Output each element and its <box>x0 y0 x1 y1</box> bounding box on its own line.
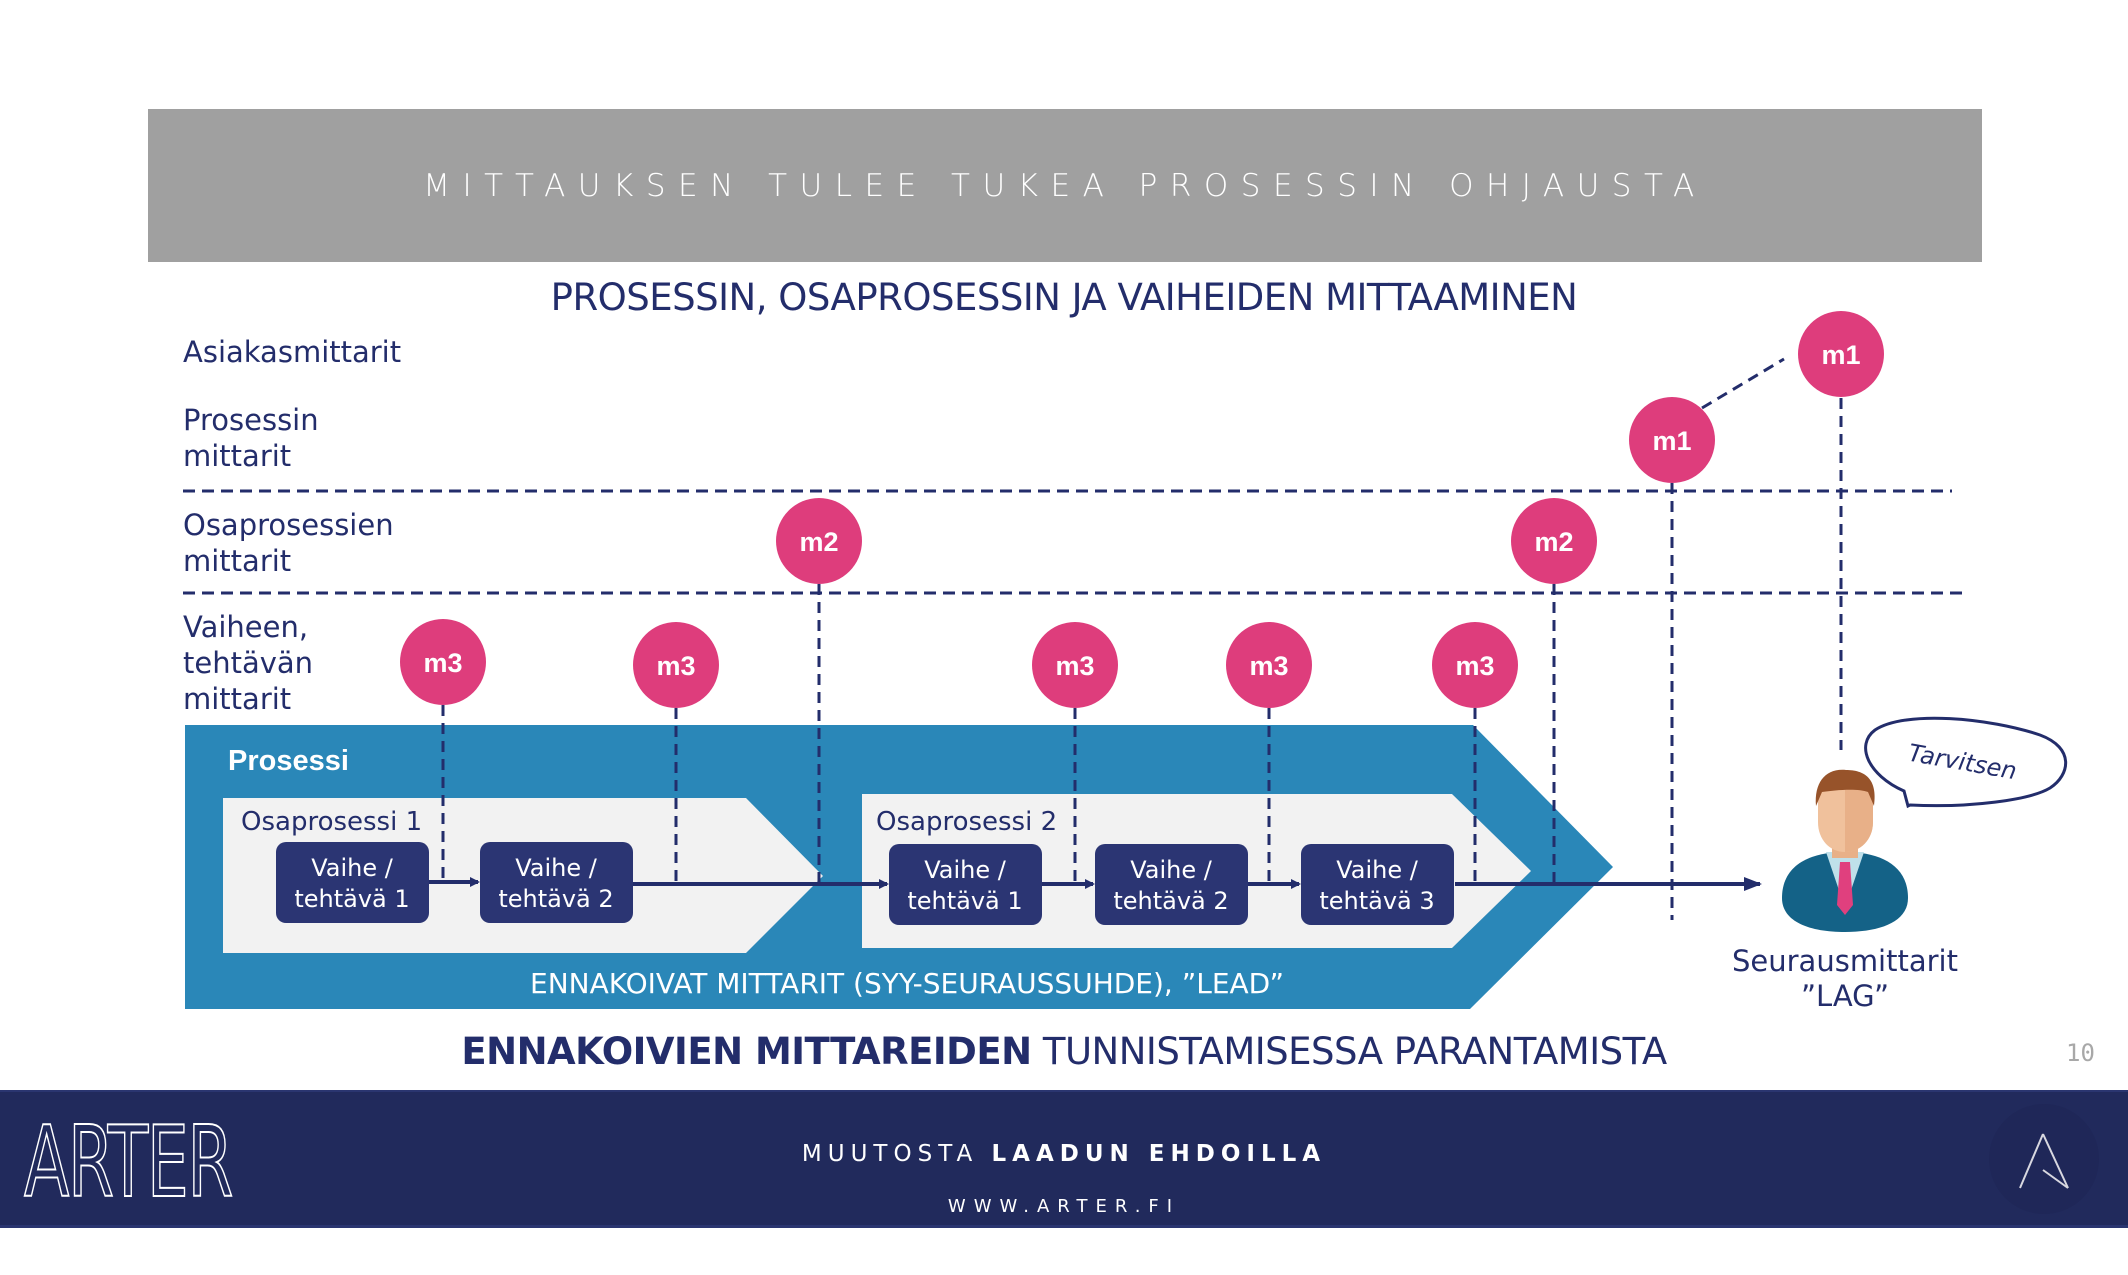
metric-m3-badge: m3 <box>1226 622 1312 708</box>
metric-m2-badge: m2 <box>776 498 862 584</box>
step-box: Vaihe / tehtävä 1 <box>889 844 1042 925</box>
row-label-line: Vaiheen, <box>183 610 309 644</box>
conclusion-text: ENNAKOIVIEN MITTAREIDEN TUNNISTAMISESSA … <box>0 1030 2128 1073</box>
lag-label-line: Seurausmittarit <box>1732 944 1958 978</box>
row-label-line: Osaprosessien <box>183 508 394 542</box>
step-label-line: tehtävä 3 <box>1319 887 1434 915</box>
lead-metrics-label: ENNAKOIVAT MITTARIT (SYY-SEURAUSSUHDE), … <box>530 967 1284 1000</box>
metric-label: m3 <box>423 648 462 678</box>
process-label: Prosessi <box>228 745 349 777</box>
row-label-line: mittarit <box>183 544 292 578</box>
conclusion-regular: TUNNISTAMISESSA PARANTAMISTA <box>1042 1030 1667 1073</box>
row-label-phase-metrics: Vaiheen, tehtävän mittarit <box>183 609 313 717</box>
speech-bubble: Tarvitsen <box>1864 716 2068 809</box>
metric-m3-badge: m3 <box>1432 622 1518 708</box>
step-label-line: tehtävä 2 <box>498 885 613 913</box>
row-label-line: mittarit <box>183 682 292 716</box>
metric-link-line <box>1701 357 1785 410</box>
arter-a-icon <box>1989 1104 2099 1214</box>
step-label-line: Vaihe / <box>1130 856 1213 884</box>
footer-tagline: MUUTOSTA LAADUN EHDOILLA <box>0 1141 2128 1167</box>
row-label-process-metrics: Prosessin mittarit <box>183 402 319 474</box>
step-label-line: tehtävä 1 <box>294 885 409 913</box>
lag-metrics-label: Seurausmittarit ”LAG” <box>1725 944 1965 1014</box>
metric-label: m1 <box>1652 426 1691 456</box>
step-box: Vaihe / tehtävä 2 <box>1095 844 1248 925</box>
row-label-line: Asiakasmittarit <box>183 335 402 369</box>
row-label-line: mittarit <box>183 439 292 473</box>
diagram-heading: PROSESSIN, OSAPROSESSIN JA VAIHEIDEN MIT… <box>550 276 1578 319</box>
metric-label: m3 <box>1055 651 1094 681</box>
arter-logo: ARTER <box>23 1112 235 1208</box>
metric-m3-badge: m3 <box>400 619 486 705</box>
page-number: 10 <box>2066 1039 2095 1067</box>
title-banner: MITTAUKSEN TULEE TUKEA PROSESSIN OHJAUST… <box>148 109 1982 262</box>
arter-logo-text: ARTER <box>24 1112 232 1208</box>
step-box: Vaihe / tehtävä 1 <box>276 842 429 923</box>
metric-label: m3 <box>1249 651 1288 681</box>
slide-title: MITTAUKSEN TULEE TUKEA PROSESSIN OHJAUST… <box>423 167 1707 204</box>
lag-label-line: ”LAG” <box>1800 979 1890 1013</box>
tagline-part: MUUTOSTA <box>801 1141 979 1167</box>
subprocess-1-label: Osaprosessi 1 <box>241 807 422 837</box>
step-label-line: tehtävä 2 <box>1113 887 1228 915</box>
metric-label: m3 <box>656 651 695 681</box>
metric-label: m2 <box>799 527 838 557</box>
footer <box>0 1090 2128 1228</box>
metric-m1-badge: m1 <box>1798 311 1884 397</box>
metric-m3-badge: m3 <box>1032 622 1118 708</box>
row-label-customer-metrics: Asiakasmittarit <box>183 334 401 370</box>
step-label-line: Vaihe / <box>924 856 1007 884</box>
conclusion-bold: ENNAKOIVIEN MITTAREIDEN <box>461 1030 1032 1073</box>
metric-label: m1 <box>1821 340 1860 370</box>
metric-label: m2 <box>1534 527 1573 557</box>
step-box: Vaihe / tehtävä 2 <box>480 842 633 923</box>
footer-url-link[interactable]: WWW.ARTER.FI <box>947 1196 1181 1217</box>
subprocess-2-label: Osaprosessi 2 <box>876 807 1057 837</box>
step-box: Vaihe / tehtävä 3 <box>1301 844 1454 925</box>
metric-m1-badge: m1 <box>1629 397 1715 483</box>
row-label-subprocess-metrics: Osaprosessien mittarit <box>183 507 394 579</box>
step-label-line: Vaihe / <box>515 854 598 882</box>
row-label-line: tehtävän <box>183 646 314 680</box>
row-label-line: Prosessin <box>183 403 319 437</box>
metric-m2-badge: m2 <box>1511 498 1597 584</box>
tagline-part: LAADUN EHDOILLA <box>991 1141 1327 1167</box>
step-label-line: Vaihe / <box>1336 856 1419 884</box>
process-measurement-diagram: Prosessi Osaprosessi 1 Osaprosessi 2 Vai… <box>183 311 2068 1009</box>
metric-label: m3 <box>1455 651 1494 681</box>
metric-m3-badge: m3 <box>633 622 719 708</box>
businessman-avatar-icon <box>1782 769 1908 932</box>
step-label-line: Vaihe / <box>311 854 394 882</box>
step-label-line: tehtävä 1 <box>907 887 1022 915</box>
